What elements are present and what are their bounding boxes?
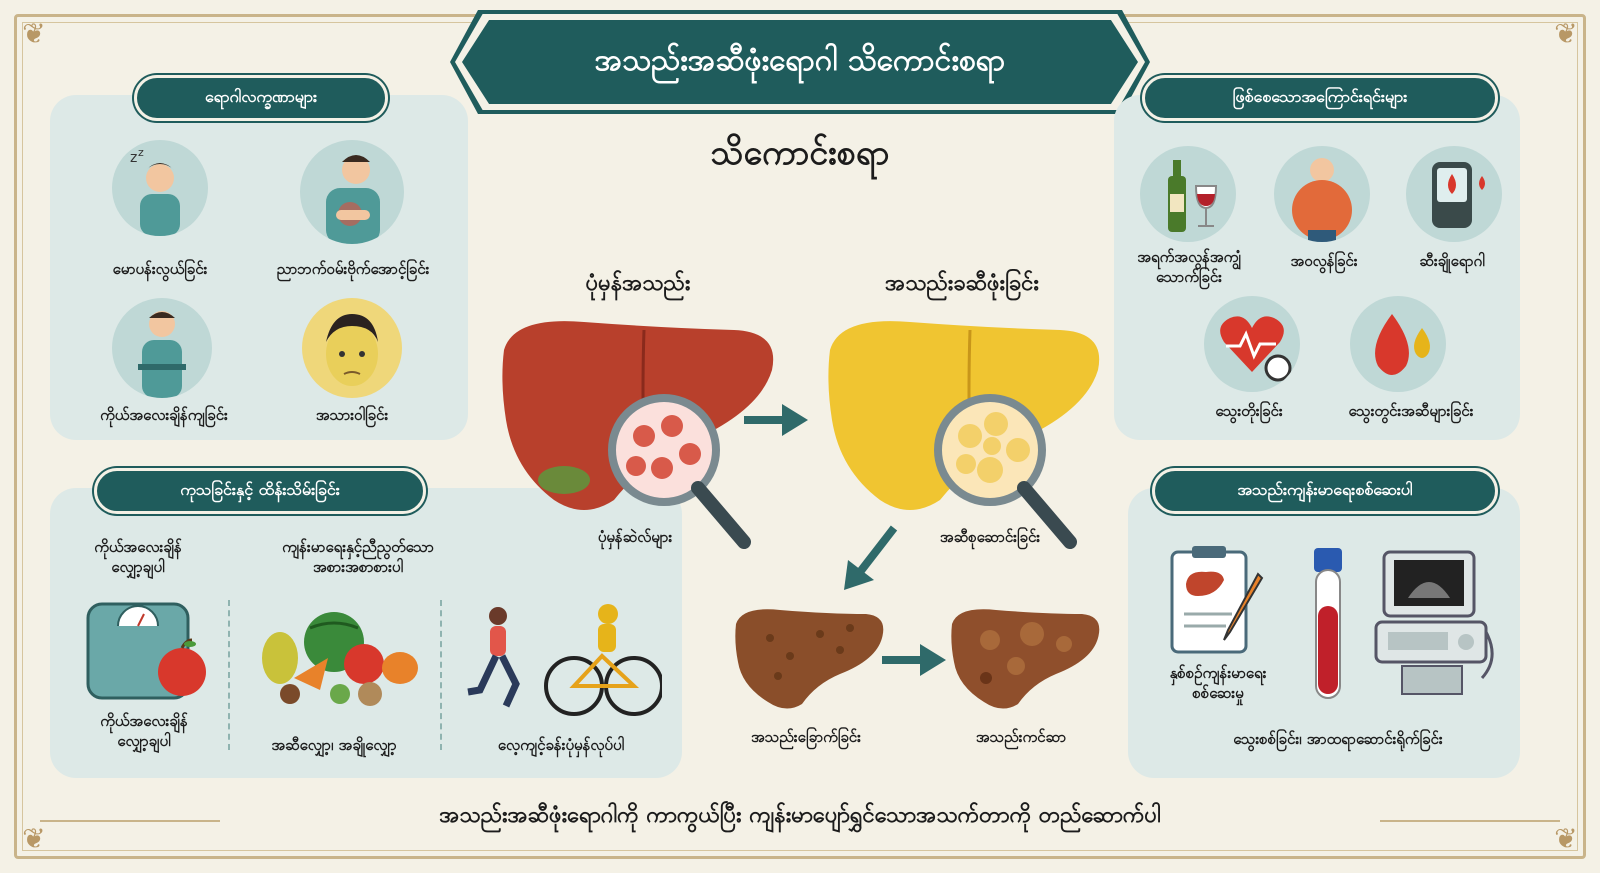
fatty-liver-icon [820,310,1110,560]
liver-cancer-label: အသည်းကင်ဆာ [975,728,1067,746]
blood-tube-icon [1310,546,1346,700]
cause-label-diabetes: ဆီးချိုရောဂါ [1419,252,1485,270]
checkup-label-tests: သွေးစစ်ခြင်း၊ အာထရာဆောင်းရိုက်ခြင်း [1233,730,1443,748]
svg-text:z: z [138,146,144,159]
clipboard-icon [1166,544,1270,656]
obesity-icon [1274,146,1370,242]
checkup-label-annual: နှစ်စဉ်ကျန်းမာရေး စစ်ဆေးမှု [1169,664,1267,702]
svg-text:z: z [130,150,137,166]
divider [440,600,442,750]
arrow-down-left-icon [840,524,900,594]
weight-loss-icon [112,298,212,398]
page-subtitle: သိကောင်းစရာ [710,133,890,173]
footer-line-right [1380,820,1560,822]
prevention-label-healthy-food: ကျန်းမာရေးနှင့်ညီညွတ်သော အစားအစာစားပါ [282,538,434,576]
corner-ornament-icon: ❦ [1554,822,1578,855]
symptom-label-fatigue: မောပန်းလွယ်ခြင်း [112,260,208,278]
corner-ornament-icon: ❦ [22,822,46,855]
cause-label-alcohol: အရက်အလွန်အကျွံ သောက်ခြင်း [1137,248,1241,286]
cirrhosis-label: အသည်းခြောက်ခြင်း [751,728,861,746]
page-title: အသည်းအဆီဖုံးရောဂါ သိကောင်းစရာ [462,20,1138,104]
corner-ornament-icon: ❦ [22,17,46,50]
scale-apple-icon [82,600,212,700]
causes-heading: ဖြစ်စေသောအကြောင်းရင်းများ [1142,75,1498,121]
fatty-liver-label: အသည်းခဆီဖုံးခြင်း [885,271,1039,296]
prevention-label-weight-bottom: ကိုယ်အလေးချိန် လျှော့ချပါ [100,712,188,750]
footer-message: အသည်းအဆီဖုံးရောဂါကို ကာကွယ်ပြီး ကျန်းမာပ… [439,803,1161,828]
arrow-right-icon [740,400,810,440]
normal-cells-label: ပုံမှန်ဆဲလ်များ [597,528,673,546]
hypertension-icon [1204,296,1300,392]
cirrhosis-liver-icon [730,604,890,714]
blood-lipids-icon [1350,296,1446,392]
normal-liver-icon [494,310,784,560]
symptoms-heading: ရောဂါလက္ခဏာများ [134,75,388,121]
corner-ornament-icon: ❦ [1554,17,1578,50]
symptom-label-abdominal-pain: ညာဘက်ဝမ်းဗိုက်အောင့်ခြင်း [276,260,430,278]
diabetes-meter-icon [1406,146,1502,242]
vegetables-fruit-icon [250,598,426,708]
footer-line-left [40,820,220,822]
ultrasound-machine-icon [1362,548,1502,698]
cause-label-blood-lipids: သွေးတွင်းအဆီများခြင်း [1348,402,1474,420]
prevention-label-weight: ကိုယ်အလေးချိန် လျှော့ချပါ [94,538,182,576]
prevention-heading: ကုသခြင်းနှင့် ထိန်းသိမ်းခြင်း [94,468,426,514]
divider [228,600,230,750]
liver-cancer-icon [946,604,1106,714]
fat-accumulation-label: အဆီစုဆောင်းခြင်း [939,528,1041,546]
symptom-label-weight-loss: ကိုယ်အလေးချိန်ကျခြင်း [100,406,228,424]
cause-label-obesity: အဝလွန်ခြင်း [1290,252,1358,270]
cause-label-hypertension: သွေးတိုးခြင်း [1215,402,1283,420]
arrow-right-icon [878,640,948,680]
symptoms-panel [50,95,468,440]
normal-liver-label: ပုံမှန်အသည်း [585,271,691,296]
prevention-label-less-fat-sugar: အဆီလျှော့၊ အချိုလျှော့ [271,736,397,754]
exercise-icon [462,600,662,720]
symptom-label-jaundice: အသားဝါခြင်း [315,406,389,424]
alcohol-icon [1140,146,1236,242]
prevention-label-exercise: လေ့ကျင့်ခန်းပုံမှန်လုပ်ပါ [497,736,625,754]
abdominal-pain-icon [300,140,404,244]
checkup-heading: အသည်းကျန်းမာရေးစစ်ဆေးပါ [1152,468,1498,514]
jaundice-icon [302,298,402,398]
